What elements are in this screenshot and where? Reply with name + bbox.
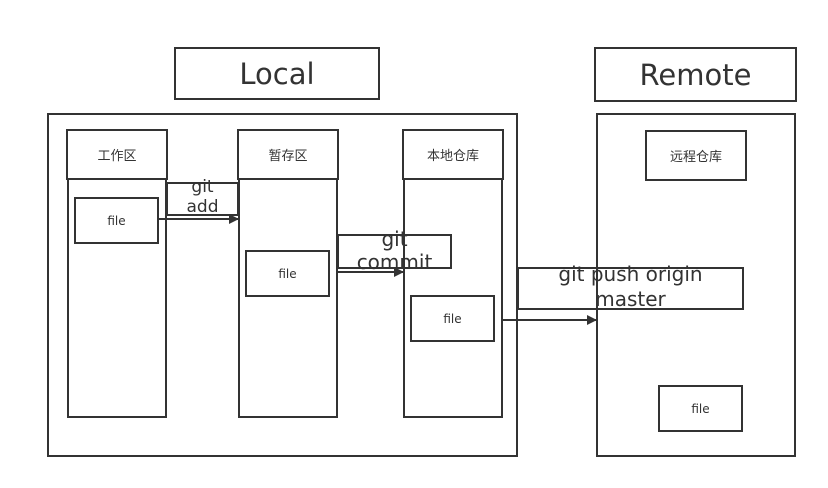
remote-title-box: Remote	[594, 47, 797, 102]
local-repo-header: 本地仓库	[402, 129, 504, 180]
staging-header: 暂存区	[237, 129, 339, 180]
remote-container	[596, 113, 796, 457]
git-add-line-2: add	[186, 196, 219, 217]
remote-repo-file-label: file	[691, 401, 710, 416]
local-repo-file: file	[410, 295, 495, 342]
git-commit-line-2: commit	[356, 250, 433, 274]
remote-repo-label: 远程仓库	[669, 150, 722, 165]
workspace-file: file	[74, 197, 159, 244]
git-push-box	[517, 267, 744, 310]
git-add-line-1: git	[191, 177, 214, 197]
local-repo-file-label: file	[443, 311, 462, 326]
staging-file-label: file	[278, 266, 297, 281]
git-push-line-1: git push origin	[558, 262, 703, 286]
git-add-label: git add	[166, 177, 239, 217]
remote-repo-header: 远程仓库	[645, 130, 747, 181]
git-add-box	[166, 182, 239, 216]
staging-file: file	[245, 250, 330, 297]
git-commit-line-1: git	[381, 227, 408, 251]
local-title-box: Local	[174, 47, 380, 100]
git-commit-label: git commit	[337, 228, 452, 274]
workspace-label: 工作区	[97, 149, 137, 164]
local-repo-label: 本地仓库	[426, 149, 479, 164]
git-push-label: git push origin master	[517, 262, 744, 312]
remote-repo-file: file	[658, 385, 743, 432]
local-title: Local	[239, 56, 315, 91]
workspace-header: 工作区	[66, 129, 168, 180]
workspace-file-label: file	[107, 213, 126, 228]
staging-label: 暂存区	[268, 149, 308, 164]
remote-title: Remote	[639, 57, 752, 92]
git-push-line-2: master	[595, 287, 666, 311]
